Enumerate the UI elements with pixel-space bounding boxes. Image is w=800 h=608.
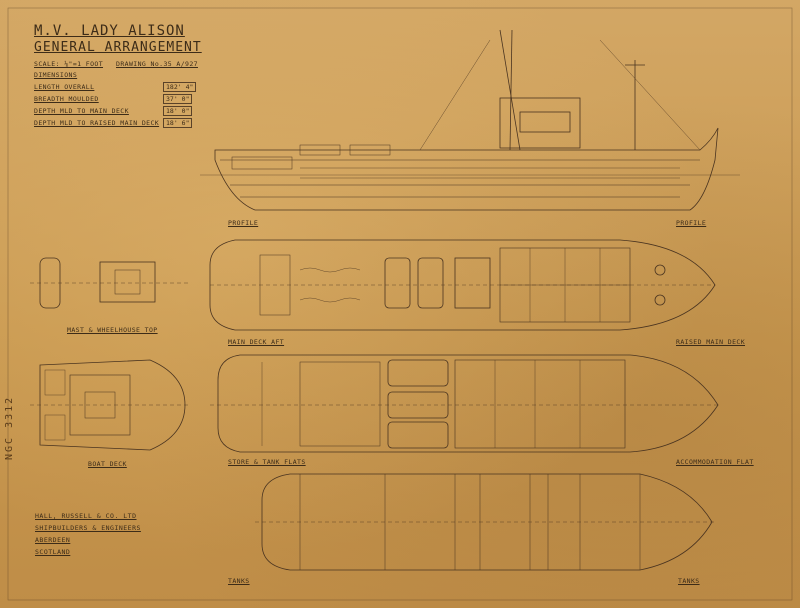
dimension-value: 182' 4": [163, 82, 197, 92]
profile-label-right: PROFILE: [676, 219, 707, 227]
dimension-label: LENGTH OVERALL: [34, 83, 95, 91]
dimension-label: BREADTH MOULDED: [34, 95, 99, 103]
dimension-value: 37' 0": [163, 94, 193, 104]
boat-deck-plan: [30, 359, 190, 451]
mast-wheelhouse-label: MAST & WHEELHOUSE TOP: [67, 326, 158, 334]
ship-title: M.V. LADY ALISON: [34, 23, 185, 39]
mast-wheelhouse-plan: [30, 257, 190, 309]
builder-country: SCOTLAND: [35, 548, 71, 556]
accommodation-plan: [210, 354, 720, 453]
store-tank-flats-label: STORE & TANK FLATS: [228, 458, 306, 466]
dimension-label: DEPTH MLD TO MAIN DECK: [34, 107, 129, 115]
drawing-number: DRAWING No.35 A/927: [116, 60, 198, 68]
tanks-label-left: TANKS: [228, 577, 250, 585]
profile-view: [200, 29, 740, 211]
drawing-subtitle: GENERAL ARRANGEMENT: [34, 40, 202, 55]
profile-label-left: PROFILE: [228, 219, 259, 227]
builder-name: HALL, RUSSELL & CO. LTD: [35, 512, 137, 520]
archive-stamp: NGC 3312: [4, 395, 15, 460]
dimension-value: 18' 0": [163, 106, 193, 116]
main-deck-aft-label: MAIN DECK AFT: [228, 338, 285, 346]
dimension-label: DEPTH MLD TO RAISED MAIN DECK: [34, 119, 160, 127]
builder-trade: SHIPBUILDERS & ENGINEERS: [35, 524, 141, 532]
builder-city: ABERDEEN: [35, 536, 71, 544]
main-deck-plan: [209, 239, 716, 331]
dimension-value: 18' 6": [163, 118, 193, 128]
boat-deck-label: BOAT DECK: [88, 460, 127, 468]
accommodation-flat-label: ACCOMMODATION FLAT: [676, 458, 754, 466]
tanks-label-right: TANKS: [678, 577, 700, 585]
tanks-plan: [255, 473, 715, 571]
dimensions-heading: DIMENSIONS: [34, 71, 78, 79]
raised-main-deck-label: RAISED MAIN DECK: [676, 338, 746, 346]
scale-label: SCALE: ⅛"=1 FOOT: [34, 60, 104, 68]
